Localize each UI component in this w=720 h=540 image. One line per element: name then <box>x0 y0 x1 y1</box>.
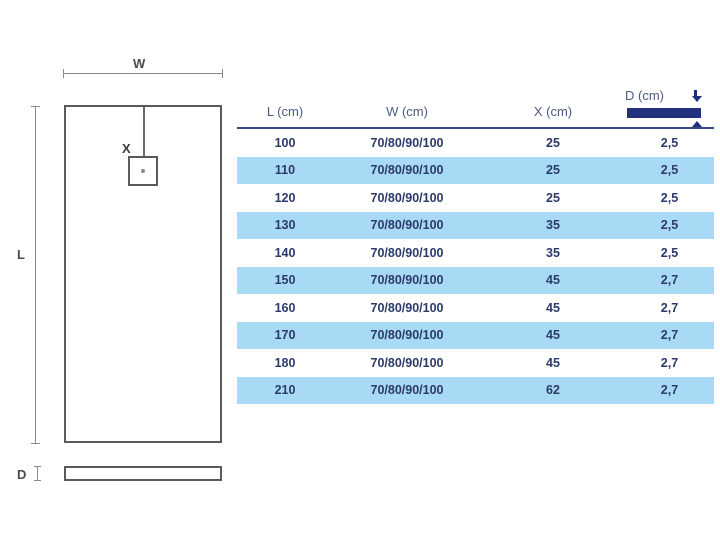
drain-leader-line <box>143 107 145 171</box>
cell-depth: 2,7 <box>625 349 714 377</box>
cell-depth: 2,7 <box>625 266 714 294</box>
column-header-width: W (cm) <box>333 104 481 129</box>
cell-length: 180 <box>237 349 333 377</box>
column-header-length: L (cm) <box>237 104 333 129</box>
width-dimension-tick-left <box>63 69 64 78</box>
cell-length: 210 <box>237 376 333 404</box>
cell-depth: 2,5 <box>625 184 714 212</box>
cell-depth: 2,5 <box>625 156 714 184</box>
cell-depth: 2,5 <box>625 211 714 239</box>
technical-drawing: W L X D <box>0 0 236 540</box>
cell-drain-offset: 62 <box>481 376 625 404</box>
cell-length: 140 <box>237 239 333 267</box>
cell-length: 100 <box>237 128 333 157</box>
cell-length: 110 <box>237 156 333 184</box>
cell-drain-offset: 35 <box>481 211 625 239</box>
cell-length: 130 <box>237 211 333 239</box>
cell-width: 70/80/90/100 <box>333 239 481 267</box>
cell-drain-offset: 35 <box>481 239 625 267</box>
cell-width: 70/80/90/100 <box>333 211 481 239</box>
cell-width: 70/80/90/100 <box>333 376 481 404</box>
length-dimension-line <box>35 106 36 443</box>
cell-length: 150 <box>237 266 333 294</box>
depth-indicator-label: D (cm) <box>625 88 664 103</box>
drain-offset-label: X <box>122 141 131 156</box>
cell-length: 170 <box>237 321 333 349</box>
cell-length: 160 <box>237 294 333 322</box>
cell-width: 70/80/90/100 <box>333 266 481 294</box>
cell-width: 70/80/90/100 <box>333 184 481 212</box>
cell-depth: 2,5 <box>625 128 714 157</box>
cell-drain-offset: 45 <box>481 294 625 322</box>
cell-drain-offset: 25 <box>481 156 625 184</box>
shower-tray-side-profile <box>64 466 222 481</box>
cell-width: 70/80/90/100 <box>333 321 481 349</box>
cell-depth: 2,7 <box>625 321 714 349</box>
cell-width: 70/80/90/100 <box>333 349 481 377</box>
cell-depth: 2,5 <box>625 239 714 267</box>
cell-width: 70/80/90/100 <box>333 294 481 322</box>
column-header-drain-offset: X (cm) <box>481 104 625 129</box>
column-header-depth <box>625 104 714 129</box>
table-header-row: L (cm) W (cm) X (cm) <box>237 104 714 129</box>
width-dimension-label: W <box>133 56 146 71</box>
cell-drain-offset: 45 <box>481 349 625 377</box>
depth-dimension-tick <box>34 466 41 481</box>
cell-drain-offset: 45 <box>481 266 625 294</box>
depth-dimension-label: D <box>17 467 27 482</box>
length-dimension-tick-top <box>31 106 40 107</box>
cell-width: 70/80/90/100 <box>333 156 481 184</box>
cell-depth: 2,7 <box>625 376 714 404</box>
drain-center-dot <box>141 169 145 173</box>
cell-drain-offset: 25 <box>481 128 625 157</box>
cell-drain-offset: 25 <box>481 184 625 212</box>
cell-width: 70/80/90/100 <box>333 128 481 157</box>
width-dimension-tick-right <box>222 69 223 78</box>
cell-length: 120 <box>237 184 333 212</box>
length-dimension-label: L <box>17 247 25 262</box>
length-dimension-tick-bottom <box>31 443 40 444</box>
width-dimension-line <box>63 73 222 74</box>
cell-depth: 2,7 <box>625 294 714 322</box>
cell-drain-offset: 45 <box>481 321 625 349</box>
